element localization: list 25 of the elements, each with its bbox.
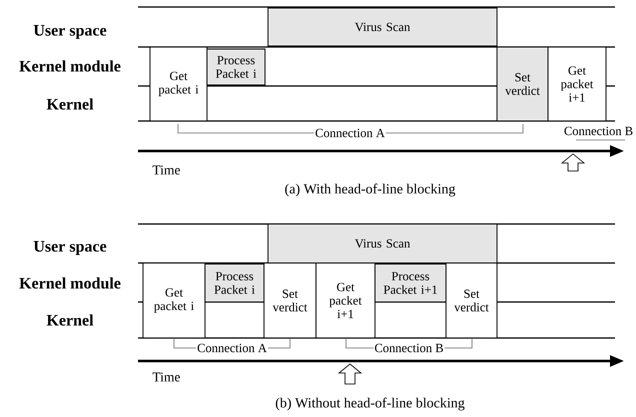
axis-label: Time [152, 165, 180, 175]
axis-label: Time [152, 372, 180, 382]
step-box: Set verdict [264, 262, 316, 338]
bracket-label: Connection B [373, 342, 445, 354]
process-box: Set verdict [496, 46, 548, 122]
process-box: Process Packet i+1 [374, 264, 446, 302]
layer-label: Kernel module [19, 60, 120, 72]
bracket-label: Connection A [314, 128, 386, 138]
step-box: Set verdict [446, 262, 498, 338]
process-box: Process Packet i [206, 48, 266, 86]
step-box: Get packet i [142, 262, 206, 338]
caption: (a) With head-of-line blocking [285, 184, 456, 196]
layer-label: Kernel module [19, 277, 120, 289]
step-box: Get packet i+1 [316, 262, 376, 338]
layer-label: Kernel [46, 314, 94, 326]
caption: (b) Without head-of-line blocking [276, 398, 465, 410]
bracket-label: Connection A [196, 342, 268, 354]
step-box: Get packet i+1 [548, 46, 606, 122]
layer-label: User space [34, 241, 106, 255]
layer-label: User space [34, 25, 106, 39]
bracket-label: Connection B [562, 126, 634, 136]
layer-label: Kernel [46, 98, 94, 110]
step-box: Get packet i [150, 46, 208, 122]
process-box: Virus Scan [268, 8, 498, 46]
process-box: Process Packet i [204, 264, 264, 302]
